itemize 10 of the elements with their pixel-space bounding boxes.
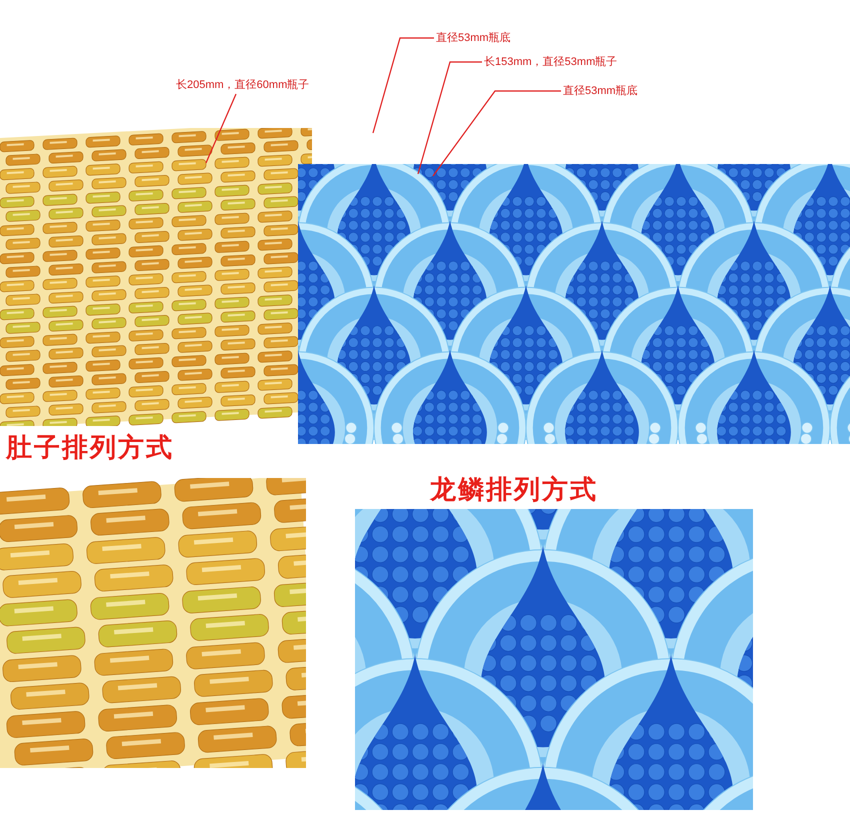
leader-line xyxy=(372,37,434,134)
callout-label: 直径53mm瓶底 xyxy=(563,84,638,99)
caption-heading: 龙鳞排列方式 xyxy=(430,473,598,506)
callout-label: 长205mm，直径60mm瓶子 xyxy=(176,78,310,93)
leader-line xyxy=(205,94,237,164)
leader-line xyxy=(417,61,482,174)
caption-heading: 肚子排列方式 xyxy=(6,431,174,464)
callout-label: 直径53mm瓶底 xyxy=(436,30,511,46)
callout-label: 长153mm，直径53mm瓶子 xyxy=(484,55,618,70)
leader-line xyxy=(432,90,561,176)
